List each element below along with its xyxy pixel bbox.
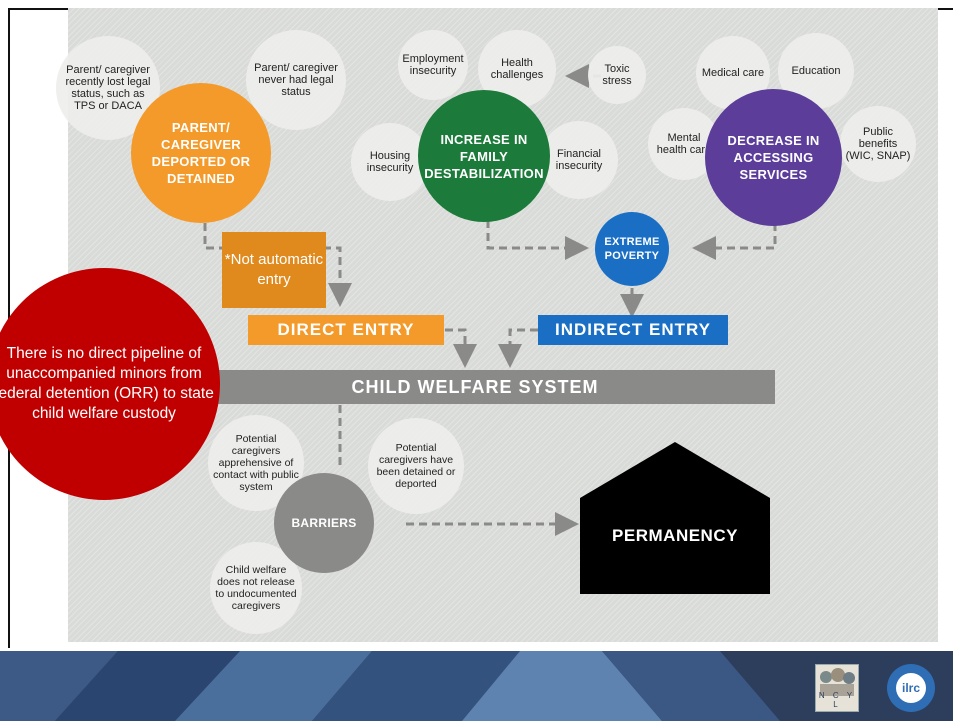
permanency-house	[580, 442, 770, 594]
circle-barriers: BARRIERS	[274, 473, 374, 573]
line-direct-cws	[445, 328, 477, 368]
bubble-housing: Housing insecurity	[351, 123, 429, 201]
line-indirect-cws	[498, 328, 538, 368]
circle-family-destabilization: INCREASE IN FAMILY DESTABILIZATION	[418, 90, 550, 222]
ilrc-logo-text: ilrc	[896, 673, 926, 703]
red-callout-note: There is no direct pipeline of unaccompa…	[0, 268, 220, 500]
footer-parallelograms	[0, 651, 780, 721]
label-permanency: PERMANENCY	[612, 526, 738, 545]
bubble-detained-deported: Potential caregivers have been detained …	[368, 418, 464, 514]
infographic: Parent/ caregiver recently lost legal st…	[56, 8, 938, 642]
bubble-never-status: Parent/ caregiver never had legal status	[246, 30, 346, 130]
bubble-financial: Financial insecurity	[540, 121, 618, 199]
ncyl-logo: N C Y L	[815, 664, 859, 712]
circle-extreme-poverty: EXTREME POVERTY	[595, 212, 669, 286]
ilrc-logo: ilrc	[887, 664, 935, 712]
bubble-toxic-stress: Toxic stress	[588, 46, 646, 104]
banner-direct-entry: DIRECT ENTRY	[248, 315, 444, 345]
ncyl-logo-text: N C Y L	[818, 691, 856, 709]
banner-indirect-entry: INDIRECT ENTRY	[538, 315, 728, 345]
bubble-employment: Employment insecurity	[398, 30, 468, 100]
not-automatic-entry-note: *Not automatic entry	[222, 232, 326, 308]
bubble-public-benefits: Public benefits (WIC, SNAP)	[840, 106, 916, 182]
circle-parent-deported: PARENT/ CAREGIVER DEPORTED OR DETAINED	[131, 83, 271, 223]
footer-band	[0, 651, 953, 721]
banner-child-welfare-system: CHILD WELFARE SYSTEM	[175, 370, 775, 404]
line-services-poverty	[692, 223, 777, 260]
circle-decrease-services: DECREASE IN ACCESSING SERVICES	[705, 89, 842, 226]
line-family-poverty	[486, 220, 589, 260]
